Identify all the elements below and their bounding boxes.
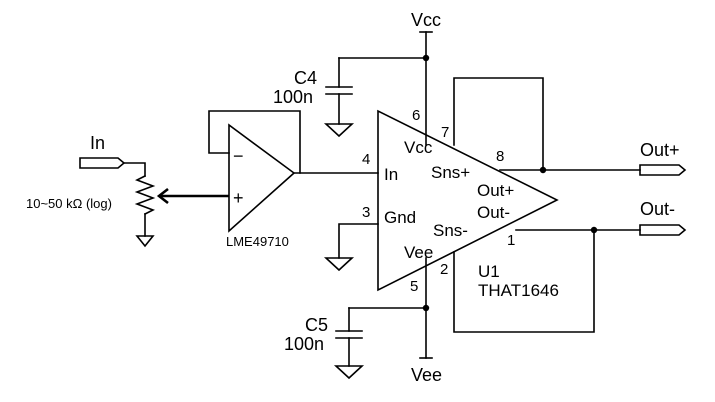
pin-number-2: 2 (440, 261, 448, 278)
ground-symbol-pot (135, 235, 155, 248)
u1-pin-gnd-label: Gnd (384, 208, 416, 227)
opamp-minus-sign: − (233, 146, 244, 166)
u1-pin-in-label: In (384, 165, 398, 184)
ground-symbol-u1 (323, 257, 355, 272)
pin-number-7: 7 (441, 124, 449, 141)
out-minus-port-label: Out- (640, 199, 675, 219)
pin-number-4: 4 (362, 151, 370, 168)
u1-pin-out-minus-label: Out- (477, 203, 510, 222)
c5-ref-label: C5 (305, 315, 328, 335)
pin-number-3: 3 (362, 204, 370, 221)
pin-number-8: 8 (496, 148, 504, 165)
vcc-rail-label: Vcc (411, 10, 441, 30)
potentiometer-label: 10~50 kΩ (log) (26, 196, 112, 211)
capacitor-c4 (325, 57, 427, 125)
input-port-label: In (90, 133, 105, 153)
ground-symbol-c5 (333, 365, 365, 380)
u1-pin-sns-minus-label: Sns- (433, 221, 468, 240)
pin-number-6: 6 (412, 107, 420, 124)
vcc-rail-wire (419, 31, 433, 146)
out-plus-port-label: Out+ (640, 140, 680, 160)
c4-value-label: 100n (273, 87, 313, 107)
capacitor-c5 (335, 307, 427, 367)
pin-number-1: 1 (507, 232, 515, 249)
u1-ref-label: U1 (478, 262, 500, 281)
input-port-connector (79, 157, 126, 169)
u1-part-label: THAT1646 (478, 281, 559, 300)
out-minus-junction (590, 226, 598, 234)
u1-gnd-wire (338, 223, 379, 259)
opamp-feedback-wire (208, 110, 301, 174)
ground-symbol-c4 (323, 123, 355, 138)
line-driver-triangle (377, 109, 559, 292)
u1-pin-vee-label: Vee (404, 243, 433, 262)
potentiometer (123, 162, 156, 237)
opamp-triangle (228, 123, 296, 233)
pin-number-5: 5 (410, 278, 418, 295)
u1-sense-plus-loop (453, 77, 544, 171)
u1-pin-out-plus-label: Out+ (477, 181, 514, 200)
c4-ref-label: C4 (294, 68, 317, 88)
wiper-arrow-icon (156, 187, 229, 205)
out-plus-port-connector (639, 164, 687, 176)
opamp-part-label: LME49710 (226, 234, 289, 249)
u1-pin-sns-plus-label: Sns+ (431, 163, 470, 182)
u1-pin-vcc-label: Vcc (404, 138, 433, 157)
c5-value-label: 100n (284, 334, 324, 354)
opamp-plus-sign: + (233, 188, 244, 208)
vee-rail-label: Vee (411, 365, 442, 385)
out-minus-port-connector (639, 224, 687, 236)
u1-sense-minus-loop (453, 229, 595, 333)
out-plus-junction (539, 166, 547, 174)
